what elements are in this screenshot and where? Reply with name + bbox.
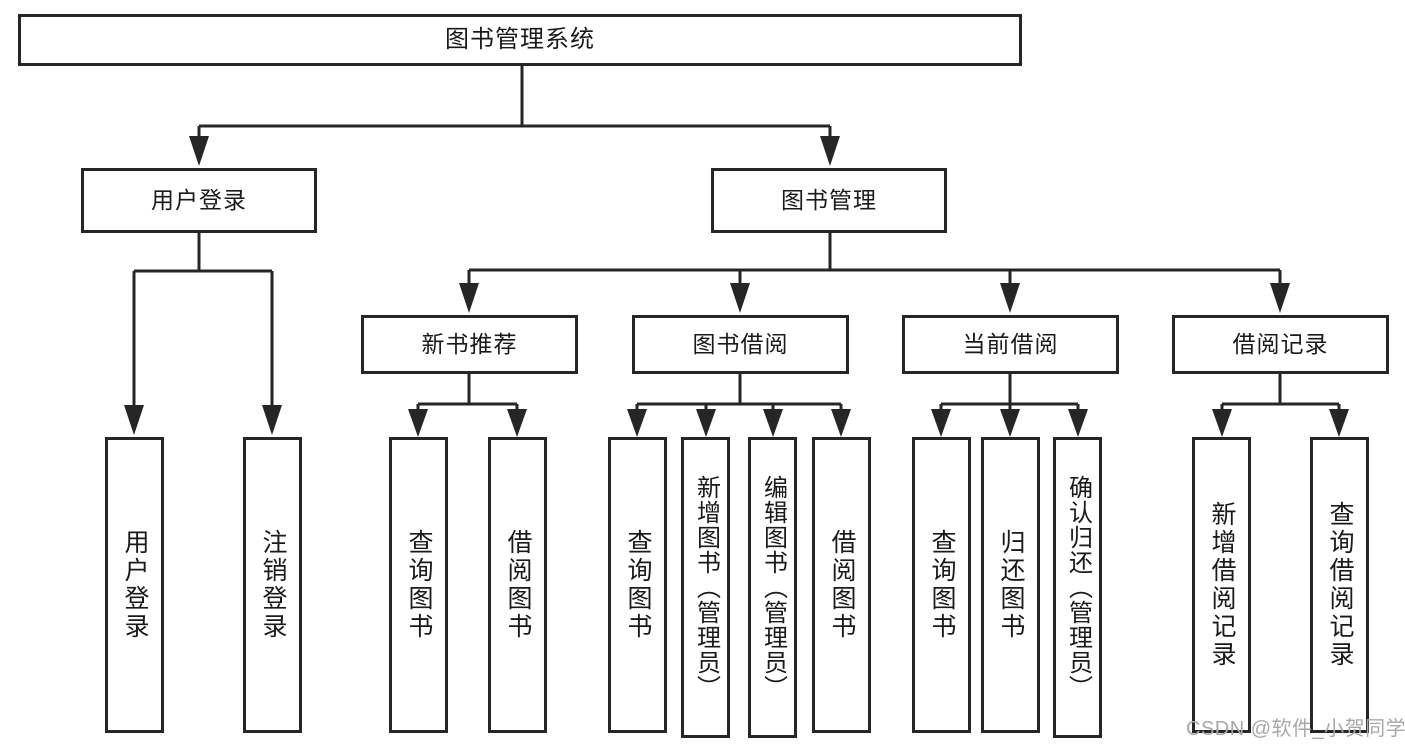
node-user-login[interactable]: 用户登录: [81, 168, 317, 233]
leaf-borrow-book-1[interactable]: 借阅图书: [488, 437, 547, 733]
node-borrow-record[interactable]: 借阅记录: [1172, 315, 1389, 374]
node-book-borrow-label: 图书借阅: [692, 330, 789, 357]
leaf-borrow-book-2-label: 借阅图书: [828, 529, 856, 641]
leaf-edit-book[interactable]: 编辑图书（管理员）: [748, 437, 797, 738]
leaf-query-book-2-label: 查询图书: [624, 529, 652, 641]
leaf-query-book-1[interactable]: 查询图书: [389, 437, 448, 733]
leaf-return-book-label: 归还图书: [997, 529, 1025, 641]
node-book-management[interactable]: 图书管理: [711, 168, 947, 233]
node-root[interactable]: 图书管理系统: [18, 14, 1022, 66]
leaf-confirm-return-label: 确认归还（管理员）: [1064, 475, 1092, 700]
csdn-watermark: CSDN @软件_小贺同学: [1186, 718, 1405, 740]
leaf-confirm-return[interactable]: 确认归还（管理员）: [1053, 437, 1102, 738]
leaf-query-book-3-label: 查询图书: [928, 529, 956, 641]
leaf-query-record[interactable]: 查询借阅记录: [1310, 437, 1369, 733]
node-borrow-record-label: 借阅记录: [1232, 330, 1329, 357]
leaf-query-book-1-label: 查询图书: [405, 529, 433, 641]
leaf-query-record-label: 查询借阅记录: [1326, 501, 1354, 669]
leaf-user-login-label: 用户登录: [121, 529, 149, 641]
leaf-logout-login-label: 注销登录: [259, 529, 287, 641]
leaf-add-book[interactable]: 新增图书（管理员）: [681, 437, 730, 738]
node-root-label: 图书管理系统: [445, 25, 595, 53]
leaf-borrow-book-2[interactable]: 借阅图书: [812, 437, 871, 733]
node-current-borrow-label: 当前借阅: [962, 330, 1059, 357]
leaf-logout-login[interactable]: 注销登录: [243, 437, 302, 733]
node-user-login-label: 用户登录: [151, 186, 247, 213]
leaf-query-book-2[interactable]: 查询图书: [608, 437, 667, 733]
node-new-book-recommend[interactable]: 新书推荐: [361, 315, 578, 374]
leaf-borrow-book-1-label: 借阅图书: [504, 529, 532, 641]
leaf-query-book-3[interactable]: 查询图书: [912, 437, 971, 733]
leaf-add-record[interactable]: 新增借阅记录: [1192, 437, 1251, 733]
node-book-management-label: 图书管理: [781, 186, 877, 213]
leaf-edit-book-label: 编辑图书（管理员）: [759, 475, 787, 700]
leaf-add-book-label: 新增图书（管理员）: [692, 475, 720, 700]
leaf-user-login[interactable]: 用户登录: [105, 437, 164, 733]
node-book-borrow[interactable]: 图书借阅: [632, 315, 849, 374]
node-current-borrow[interactable]: 当前借阅: [902, 315, 1119, 374]
node-new-book-recommend-label: 新书推荐: [421, 330, 518, 357]
leaf-add-record-label: 新增借阅记录: [1208, 501, 1236, 669]
leaf-return-book[interactable]: 归还图书: [981, 437, 1040, 733]
